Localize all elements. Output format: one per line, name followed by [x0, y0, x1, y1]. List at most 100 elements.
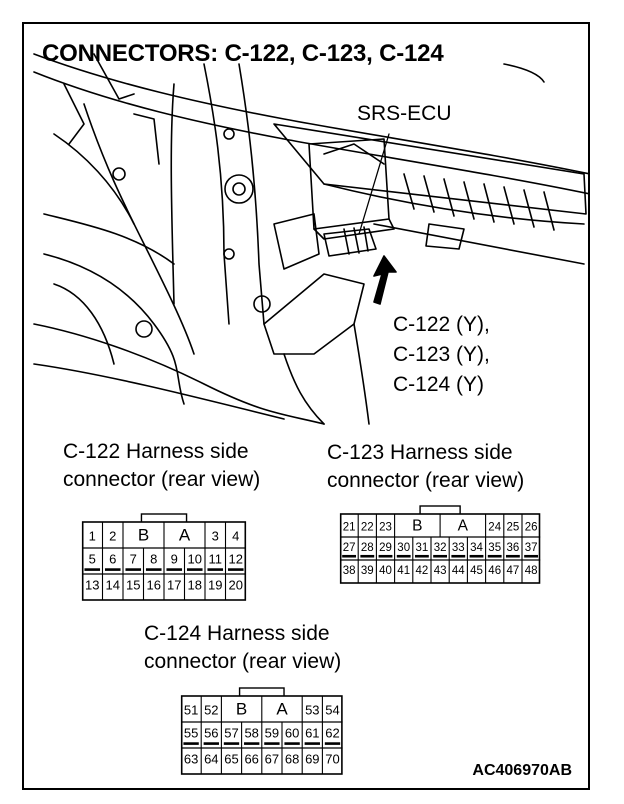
- c123-pin-46: 46: [488, 565, 501, 577]
- c122-rib: [84, 568, 101, 571]
- c124-pin-67: 67: [265, 752, 279, 767]
- c123-rib: [360, 554, 375, 558]
- c123-caption-line1: C-123 Harness side: [327, 441, 513, 464]
- c123-pin-24: 24: [488, 522, 501, 534]
- c122-pin-12: 12: [229, 552, 243, 567]
- connector-color-c122: C-122 (Y),: [393, 313, 490, 336]
- c122-pin-17: 17: [167, 578, 181, 593]
- c122-pin-10: 10: [188, 552, 202, 567]
- c124-pin-65: 65: [224, 752, 238, 767]
- page-title: CONNECTORS: C-122, C-123, C-124: [42, 40, 444, 67]
- c123-pin-41: 41: [397, 565, 410, 577]
- c123-rib: [433, 554, 448, 558]
- c123-rib: [414, 554, 429, 558]
- c123-rib: [505, 554, 520, 558]
- c122-pin-15: 15: [126, 578, 140, 593]
- c123-pin-27: 27: [343, 542, 356, 554]
- c123-pin-45: 45: [470, 565, 483, 577]
- c123-caption-line2: connector (rear view): [327, 469, 525, 493]
- c122-pin-3: 3: [212, 529, 219, 544]
- c122-pin-16: 16: [147, 578, 161, 593]
- c123-pin-44: 44: [452, 565, 465, 577]
- c123-pin-35: 35: [488, 542, 501, 554]
- c123-pin-42: 42: [416, 565, 429, 577]
- c123-pin-29: 29: [379, 542, 392, 554]
- c123-pin-47: 47: [507, 565, 520, 577]
- c123-pin-A: A: [458, 518, 469, 535]
- c123-pin-34: 34: [470, 542, 483, 554]
- c123-pin-25: 25: [507, 522, 520, 534]
- c123-pin-43: 43: [434, 565, 447, 577]
- c123-rib: [378, 554, 393, 558]
- connector-color-c123: C-123 (Y),: [393, 343, 490, 366]
- c123-rib: [396, 554, 411, 558]
- c122-pin-14: 14: [106, 578, 120, 593]
- c122-pin-9: 9: [171, 552, 178, 567]
- c122-pin-1: 1: [89, 529, 96, 544]
- c123-pin-31: 31: [416, 542, 429, 554]
- figure-frame: [22, 22, 590, 790]
- c122-pin-7: 7: [130, 552, 137, 567]
- c122-caption-line1: C-122 Harness side: [63, 440, 249, 463]
- c124-rib: [244, 742, 260, 745]
- c124-pin-59: 59: [265, 726, 279, 741]
- c123-pin-32: 32: [434, 542, 447, 554]
- c124-pin-57: 57: [224, 726, 238, 741]
- c124-pin-69: 69: [305, 752, 319, 767]
- c123-pin-26: 26: [525, 522, 538, 534]
- c122-caption: C-122 Harness side connector (rear view): [63, 440, 260, 492]
- c124-rib: [324, 742, 341, 745]
- c123-rib: [451, 554, 466, 558]
- c122-pin-18: 18: [188, 578, 202, 593]
- c124-pin-55: 55: [184, 726, 198, 741]
- c122-rib: [227, 568, 244, 571]
- connector-color-c124: C-124 (Y): [393, 373, 485, 396]
- c123-pin-23: 23: [379, 522, 392, 534]
- c123-pin-39: 39: [361, 565, 374, 577]
- c122-pin-20: 20: [229, 578, 243, 593]
- c123-pin-38: 38: [343, 565, 356, 577]
- srs-ecu-location-illustration: [33, 53, 590, 425]
- c122-pin-11: 11: [209, 552, 223, 567]
- c124-rib: [264, 742, 280, 745]
- c122-pin-4: 4: [232, 529, 239, 544]
- c122-rib: [145, 568, 162, 571]
- c124-caption-line2: connector (rear view): [144, 650, 342, 674]
- c124-pin-58: 58: [244, 726, 258, 741]
- c122-rib: [104, 568, 121, 571]
- c122-pin-A: A: [179, 526, 191, 545]
- c123-pin-21: 21: [343, 522, 356, 534]
- c124-rib: [203, 742, 219, 745]
- c124-pin-52: 52: [204, 703, 218, 718]
- c123-pin-28: 28: [361, 542, 374, 554]
- c123-pin-37: 37: [525, 542, 538, 554]
- c122-pin-8: 8: [150, 552, 157, 567]
- c124-pin-60: 60: [285, 726, 299, 741]
- c122-rib: [125, 568, 142, 571]
- c122-pin-19: 19: [208, 578, 222, 593]
- c123-pin-22: 22: [361, 522, 374, 534]
- c123-pin-40: 40: [379, 565, 392, 577]
- c123-rib: [342, 554, 357, 558]
- c123-rib: [524, 554, 539, 558]
- c124-pin-51: 51: [184, 703, 198, 718]
- c122-pin-13: 13: [85, 578, 99, 593]
- c124-pin-54: 54: [325, 703, 339, 718]
- c122-rib: [186, 568, 203, 571]
- c123-pin-30: 30: [397, 542, 410, 554]
- c124-pin-64: 64: [204, 752, 218, 767]
- c124-pin-66: 66: [244, 752, 258, 767]
- c124-caption: C-124 Harness side connector (rear view): [144, 622, 341, 674]
- c124-rib: [223, 742, 240, 745]
- c123-pin-48: 48: [525, 565, 538, 577]
- c122-rib: [207, 568, 224, 571]
- c124-pin-68: 68: [285, 752, 299, 767]
- c124-rib: [284, 742, 300, 745]
- c124-pin-A: A: [276, 700, 288, 719]
- c123-pin-36: 36: [507, 542, 520, 554]
- c122-pin-B: B: [138, 526, 149, 545]
- c124-caption-line1: C-124 Harness side: [144, 622, 330, 645]
